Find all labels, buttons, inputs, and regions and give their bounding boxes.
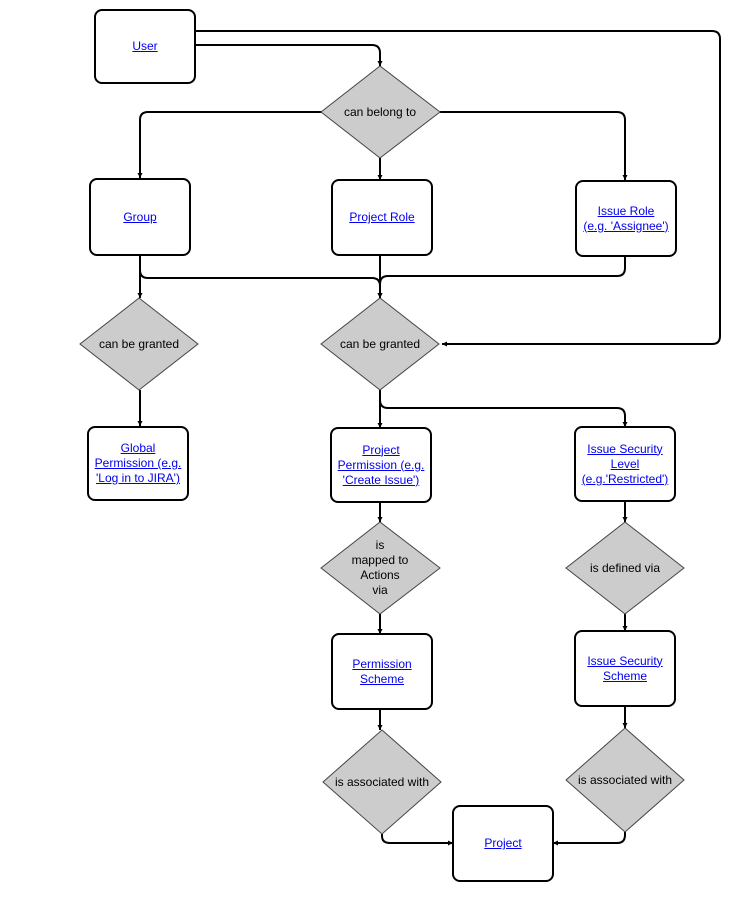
edge-associated-left-to-project [381,834,453,846]
edge-belong-to-issue-role [440,111,628,180]
link-group[interactable]: Group [123,209,157,224]
node-permission-scheme: Permission Scheme [331,633,433,710]
decision-associated-with-right [565,727,685,833]
node-issue-security-level: Issue Security Level (e.g.'Restricted') [574,426,676,502]
node-project-permission: Project Permission (e.g. 'Create Issue') [330,427,432,503]
decision-can-be-granted-center [320,297,440,391]
link-issue-role[interactable]: Issue Role (e.g. 'Assignee') [583,203,669,233]
node-global-permission: Global Permission (e.g. 'Log in to JIRA'… [87,426,189,501]
link-project-permission[interactable]: Project Permission (e.g. 'Create Issue') [337,442,425,487]
edge-group-to-can-be-granted-center [139,255,383,298]
link-issue-security-level[interactable]: Issue Security Level (e.g.'Restricted') [581,441,669,486]
link-permission-scheme[interactable]: Permission Scheme [352,656,412,686]
link-project[interactable]: Project [484,836,522,850]
link-issue-security-scheme[interactable]: Issue Security Scheme [587,653,663,683]
edge-issue-role-to-can-be-granted [377,256,626,298]
link-user[interactable]: User [132,39,158,53]
edge-user-to-can-be-granted [195,30,721,347]
link-project-role[interactable]: Project Role [349,210,415,224]
decision-associated-with-left [322,729,442,835]
decision-defined-via [565,521,685,615]
edge-user-to-can-belong-to [195,44,383,66]
edge-belong-to-group [137,111,322,178]
node-issue-security-scheme: Issue Security Scheme [574,630,676,707]
link-global-permission[interactable]: Global Permission (e.g. 'Log in to JIRA'… [94,441,182,485]
node-user: User [94,9,196,84]
decision-can-belong-to [320,65,441,159]
connectors [137,30,721,846]
decision-mapped-to-actions [320,521,441,615]
edge-associated-right-to-project [553,832,626,846]
node-project-role: Project Role [331,179,433,256]
node-issue-role: Issue Role (e.g. 'Assignee') [575,180,677,257]
node-group: Group [89,178,191,256]
decision-can-be-granted-left [79,297,199,391]
node-project: Project [452,805,554,882]
edge-can-be-granted-to-issue-security-level [379,390,628,427]
